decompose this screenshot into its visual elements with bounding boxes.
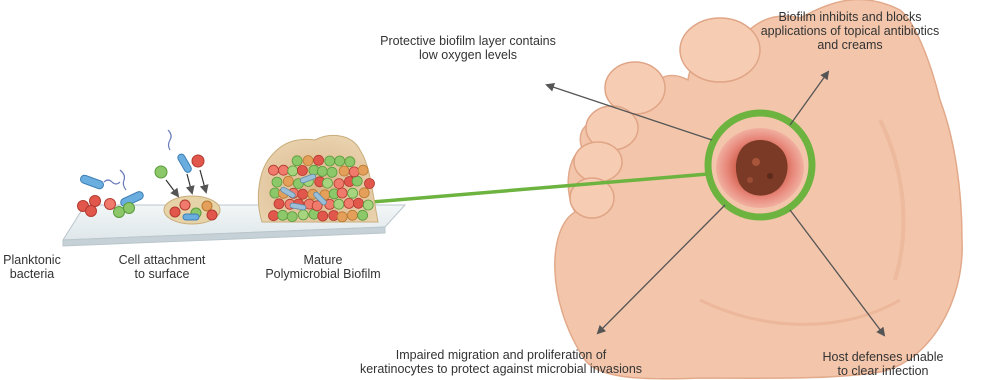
biofilm-cell [345, 157, 355, 167]
biofilm-cell [325, 156, 335, 166]
label-impaired-line1: Impaired migration and proliferation of [336, 348, 666, 362]
biofilm-cell [297, 166, 307, 176]
biofilm-cell [314, 155, 324, 165]
biofilm-cell [269, 211, 279, 221]
biofilm-cell [352, 176, 362, 186]
biofilm-cell [269, 165, 279, 175]
biofilm-cell [318, 211, 328, 221]
label-cell-attachment: Cell attachment to surface [100, 253, 224, 281]
biofilm-cell [334, 199, 344, 209]
biofilm-cell [298, 189, 308, 199]
label-attachment-line2: to surface [100, 267, 224, 281]
label-mature-biofilm: Mature Polymicrobial Biofilm [248, 253, 398, 281]
label-inhibits-line3: and creams [740, 38, 960, 52]
label-mature-line2: Polymicrobial Biofilm [248, 267, 398, 281]
biofilm-cell [292, 156, 302, 166]
biofilm-cell [358, 165, 368, 175]
biofilm-cell [327, 167, 337, 177]
biofilm-cell [278, 210, 288, 220]
label-host-line1: Host defenses unable [808, 350, 958, 364]
biofilm-cell [274, 199, 284, 209]
label-planktonic-line2: bacteria [0, 267, 64, 281]
biofilm-cell [337, 212, 347, 222]
biofilm-cell [283, 176, 293, 186]
label-host-defenses: Host defenses unable to clear infection [808, 350, 958, 378]
label-impaired-migration: Impaired migration and proliferation of … [336, 348, 666, 376]
label-attachment-line1: Cell attachment [100, 253, 224, 267]
label-protective-line2: low oxygen levels [350, 48, 586, 62]
biofilm-cell [365, 179, 375, 189]
biofilm-cell [353, 198, 363, 208]
label-protective-line1: Protective biofilm layer contains [350, 34, 586, 48]
label-impaired-line2: keratinocytes to protect against microbi… [336, 362, 666, 376]
label-protective-biofilm: Protective biofilm layer contains low ox… [350, 34, 586, 62]
label-inhibits-line2: applications of topical antibiotics [740, 24, 960, 38]
biofilm-cell [359, 188, 369, 198]
biofilm-cell [323, 178, 333, 188]
biofilm-cell [288, 166, 298, 176]
label-planktonic-bacteria: Planktonic bacteria [0, 253, 64, 281]
mature-biofilm-mound [258, 135, 378, 222]
label-mature-line1: Mature [248, 253, 398, 267]
biofilm-cell [317, 166, 327, 176]
biofilm-cell [344, 198, 354, 208]
biofilm-cell [287, 212, 297, 222]
biofilm-cell [334, 179, 344, 189]
biofilm-cell [272, 177, 282, 187]
biofilm-cell [349, 167, 359, 177]
biofilm-cell [279, 165, 289, 175]
biofilm-cell [348, 188, 358, 198]
biofilm-cell [303, 156, 313, 166]
biofilm-cell [339, 166, 349, 176]
biofilm-cell [337, 188, 347, 198]
biofilm-cell [335, 156, 345, 166]
biofilm-cell [298, 210, 308, 220]
label-planktonic-line1: Planktonic [0, 253, 64, 267]
wound [716, 128, 804, 208]
label-host-line2: to clear infection [808, 364, 958, 378]
label-biofilm-inhibits: Biofilm inhibits and blocks applications… [740, 10, 960, 52]
cell-attachment-cluster [155, 130, 220, 224]
biofilm-cell [363, 200, 373, 210]
biofilm-cell [358, 210, 368, 220]
label-inhibits-line1: Biofilm inhibits and blocks [740, 10, 960, 24]
biofilm-cell [347, 210, 357, 220]
